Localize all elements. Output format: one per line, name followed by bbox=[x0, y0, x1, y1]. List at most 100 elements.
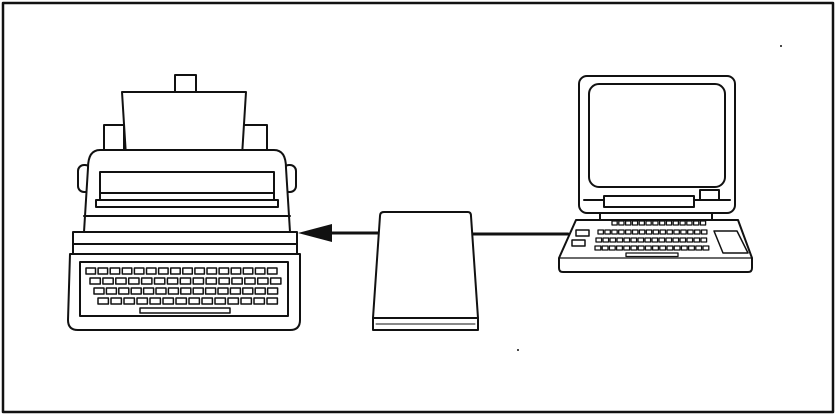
key bbox=[673, 238, 679, 242]
key bbox=[609, 246, 615, 250]
key bbox=[215, 298, 225, 304]
key bbox=[183, 268, 193, 274]
key bbox=[129, 278, 139, 284]
key bbox=[134, 268, 144, 274]
electronic-typewriter-icon bbox=[68, 75, 300, 330]
key bbox=[232, 278, 242, 284]
key bbox=[131, 288, 141, 294]
key bbox=[258, 278, 268, 284]
interface-box-icon bbox=[373, 212, 478, 330]
key bbox=[86, 268, 96, 274]
key bbox=[700, 221, 705, 225]
key bbox=[110, 268, 120, 274]
key bbox=[696, 246, 702, 250]
key bbox=[219, 278, 229, 284]
key bbox=[688, 230, 693, 234]
key bbox=[144, 288, 154, 294]
key bbox=[667, 230, 672, 234]
key bbox=[689, 246, 695, 250]
key bbox=[674, 230, 679, 234]
key bbox=[241, 298, 251, 304]
key bbox=[617, 238, 623, 242]
key bbox=[626, 230, 631, 234]
key bbox=[171, 268, 181, 274]
key bbox=[255, 288, 265, 294]
key bbox=[243, 268, 253, 274]
key bbox=[596, 238, 602, 242]
key bbox=[159, 268, 169, 274]
key bbox=[645, 246, 651, 250]
key bbox=[631, 246, 637, 250]
key bbox=[254, 298, 264, 304]
key bbox=[218, 288, 228, 294]
key bbox=[156, 288, 166, 294]
key bbox=[207, 268, 217, 274]
key bbox=[639, 230, 644, 234]
key bbox=[702, 230, 707, 234]
key bbox=[243, 288, 253, 294]
key bbox=[98, 268, 108, 274]
key bbox=[666, 238, 672, 242]
key bbox=[176, 298, 186, 304]
key bbox=[268, 288, 278, 294]
key bbox=[680, 221, 685, 225]
key bbox=[605, 230, 610, 234]
key bbox=[610, 238, 616, 242]
key bbox=[598, 230, 603, 234]
key bbox=[645, 238, 651, 242]
key bbox=[694, 238, 700, 242]
key bbox=[632, 221, 637, 225]
key bbox=[603, 238, 609, 242]
key bbox=[681, 246, 687, 250]
key bbox=[137, 298, 147, 304]
key bbox=[167, 278, 177, 284]
key bbox=[116, 278, 126, 284]
key bbox=[206, 288, 216, 294]
key bbox=[219, 268, 229, 274]
key bbox=[602, 246, 608, 250]
key bbox=[687, 221, 692, 225]
key bbox=[638, 246, 644, 250]
key bbox=[674, 246, 680, 250]
key bbox=[106, 288, 116, 294]
key bbox=[147, 268, 157, 274]
connection-arrow-box-to-typewriter bbox=[298, 224, 380, 242]
key bbox=[626, 253, 678, 257]
key bbox=[646, 221, 651, 225]
key bbox=[660, 221, 665, 225]
key bbox=[111, 298, 121, 304]
key bbox=[660, 246, 666, 250]
key bbox=[271, 278, 281, 284]
key bbox=[659, 238, 665, 242]
key bbox=[680, 238, 686, 242]
key bbox=[122, 268, 132, 274]
key bbox=[660, 230, 665, 234]
key bbox=[206, 278, 216, 284]
key bbox=[653, 221, 658, 225]
key bbox=[612, 221, 617, 225]
key bbox=[619, 230, 624, 234]
key bbox=[255, 268, 265, 274]
key bbox=[673, 221, 678, 225]
arrowhead-icon bbox=[298, 224, 332, 242]
key bbox=[626, 221, 631, 225]
key bbox=[142, 278, 152, 284]
key bbox=[653, 230, 658, 234]
key bbox=[624, 238, 630, 242]
key bbox=[638, 238, 644, 242]
key bbox=[268, 268, 278, 274]
key bbox=[90, 278, 100, 284]
personal-computer-icon bbox=[559, 76, 752, 272]
key bbox=[140, 308, 230, 313]
key bbox=[193, 278, 203, 284]
key bbox=[703, 246, 709, 250]
key bbox=[639, 221, 644, 225]
key bbox=[633, 230, 638, 234]
key bbox=[267, 298, 277, 304]
key bbox=[619, 221, 624, 225]
key bbox=[124, 298, 134, 304]
key bbox=[181, 288, 191, 294]
key bbox=[230, 288, 240, 294]
